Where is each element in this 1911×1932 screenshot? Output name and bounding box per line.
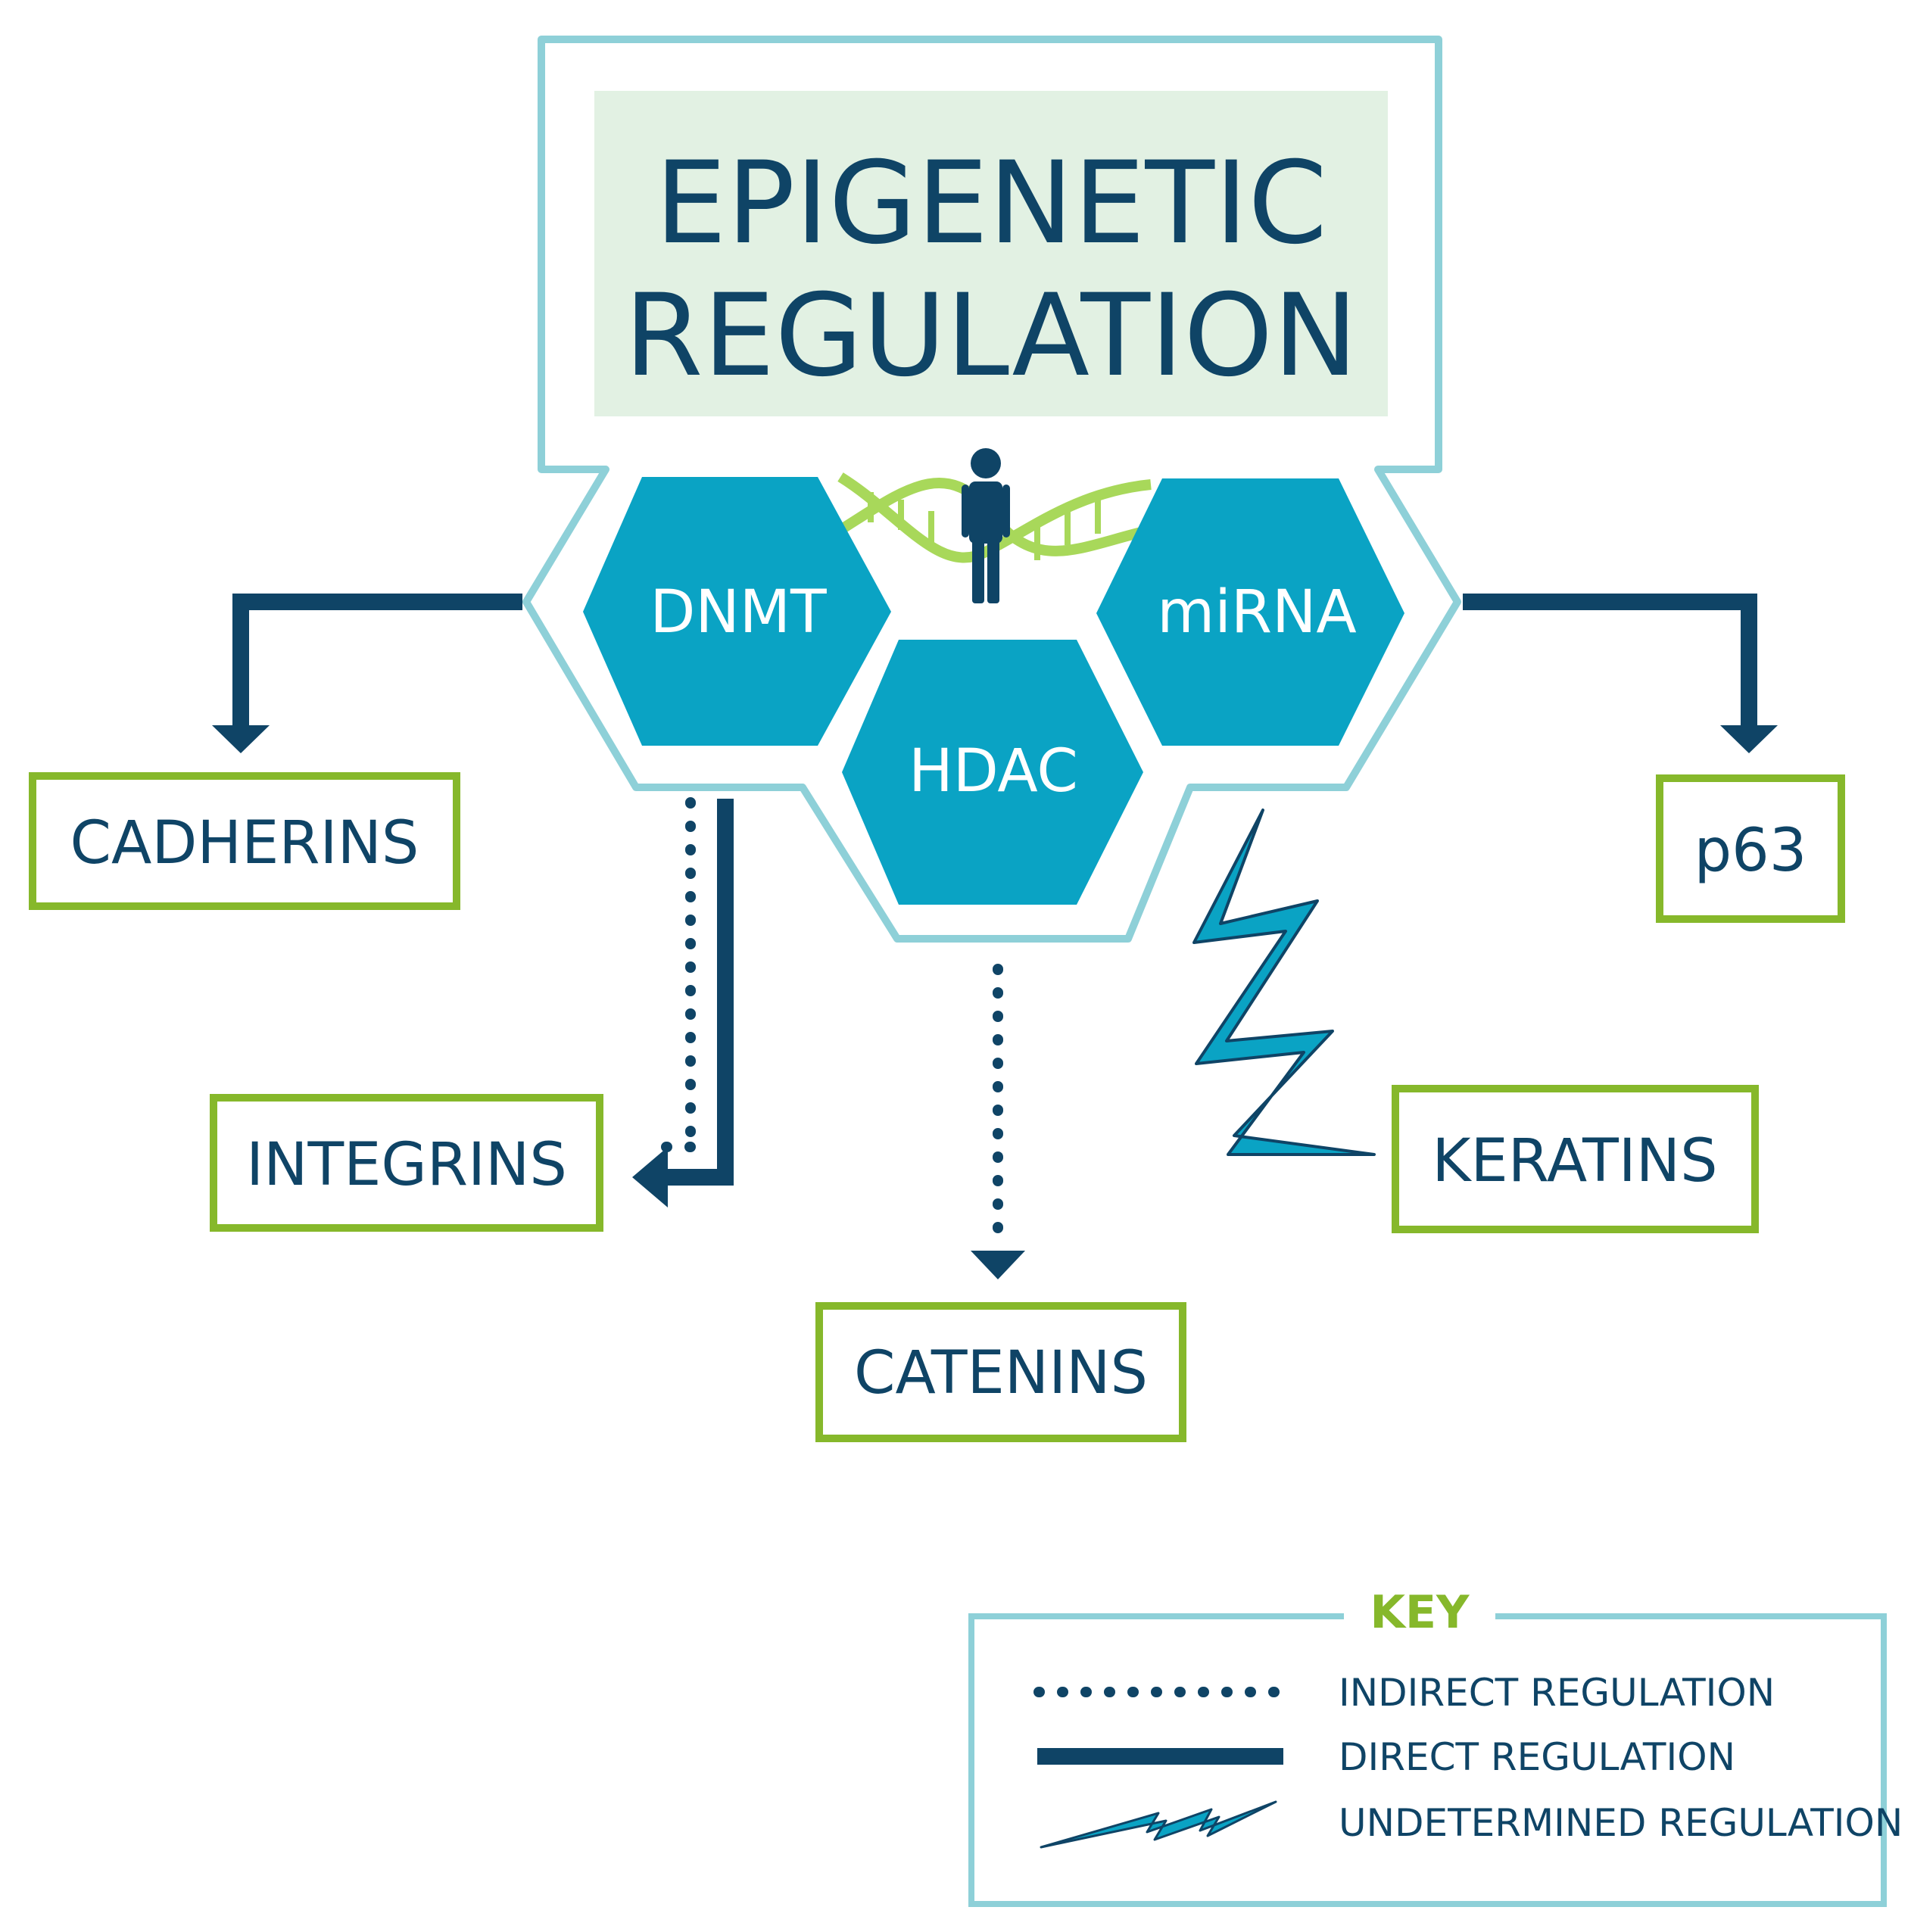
arrowhead-p63	[1720, 725, 1778, 753]
legend-direct-label: DIRECT REGULATION	[1339, 1735, 1735, 1779]
catenins-label: CATENINS	[854, 1339, 1148, 1407]
hdac-hexagon	[842, 640, 1143, 905]
legend: KEY INDIRECT REGULATION DIRECT REGULATIO…	[968, 1586, 1903, 1907]
p63-label: p63	[1694, 817, 1807, 885]
p63-box	[1656, 774, 1845, 923]
integrins-box	[210, 1094, 603, 1232]
undetermined-connector-keratins	[1192, 809, 1376, 1156]
legend-title: KEY	[1370, 1586, 1470, 1639]
arrowhead-cadherins	[212, 725, 270, 753]
legend-title-gap	[1344, 1597, 1495, 1635]
mirna-hexagon	[1096, 478, 1404, 746]
dnmt-label: DNMT	[650, 578, 827, 647]
mirna-label: miRNA	[1157, 578, 1357, 647]
direct-connector-integrins	[666, 799, 734, 1186]
person-icon	[962, 448, 1010, 603]
hdac-label: HDAC	[909, 737, 1078, 806]
title-line-1: EPIGENETIC	[655, 138, 1327, 270]
cadherins-box	[29, 772, 460, 910]
dnmt-hexagon	[583, 477, 891, 746]
title-line-2: REGULATION	[624, 270, 1358, 402]
cadherins-label: CADHERINS	[70, 809, 419, 877]
catenins-box	[815, 1302, 1186, 1442]
arrowhead-catenins	[971, 1251, 1025, 1279]
direct-connector-p63	[1463, 594, 1757, 727]
keratins-box	[1392, 1085, 1759, 1233]
legend-undetermined-label: UNDETERMINED REGULATION	[1339, 1801, 1903, 1845]
direct-connector-cadherins	[232, 594, 522, 727]
arrowhead-integrins	[632, 1147, 668, 1208]
legend-indirect-label: INDIRECT REGULATION	[1339, 1671, 1775, 1715]
integrins-label: INTEGRINS	[246, 1131, 567, 1199]
legend-undetermined-swatch	[1040, 1800, 1277, 1849]
title-background	[594, 91, 1388, 416]
keratins-label: KERATINS	[1432, 1127, 1717, 1195]
